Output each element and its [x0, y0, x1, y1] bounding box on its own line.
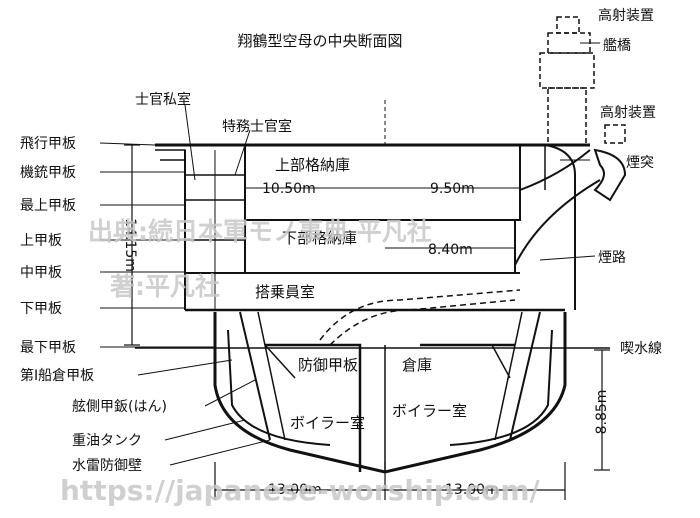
label-flight-deck: 飛行甲板 — [20, 136, 76, 152]
hull-structure — [99, 16, 627, 500]
watermark-source: 出典:続日本軍モノ事典 平凡社 — [88, 217, 432, 246]
dim-lower-right: 8.40m — [428, 242, 473, 258]
flue-lower-edge — [514, 179, 601, 266]
right-labels: 高射装置 艦橋 高射装置 煙突 煙路 喫水線 — [598, 7, 662, 357]
label-boiler-left: ボイラー室 — [290, 414, 365, 432]
label-uppermost-deck: 最上甲板 — [20, 198, 76, 214]
label-hi-angle-mid: 高射装置 — [600, 104, 656, 121]
diagram-title: 翔鶴型空母の中央断面図 — [237, 32, 402, 50]
label-storage: 倉庫 — [402, 356, 432, 374]
label-side-armor: 舷側甲鈑(はん) — [72, 399, 167, 415]
watermark-url: https://japanese-worship.com/ — [60, 474, 540, 507]
label-lower-hangar: 下部格納庫 — [282, 229, 357, 247]
label-flue: 煙路 — [598, 250, 626, 266]
label-funnel: 煙突 — [626, 155, 654, 171]
label-waterline: 喫水線 — [620, 341, 662, 357]
label-hi-angle-top: 高射装置 — [598, 7, 654, 24]
left-labels: 士官私室 特務士官室 飛行甲板 機銃甲板 最上甲板 上甲板 中甲板 下甲板 最下… — [20, 91, 292, 474]
label-fuel-tank: 重油タンク — [72, 433, 142, 449]
side-armor-right — [509, 311, 541, 441]
outer-hull — [213, 312, 567, 474]
label-boiler-right: ボイラー室 — [392, 402, 467, 420]
funnel-shape — [593, 148, 627, 202]
label-gun-deck: 機銃甲板 — [20, 165, 76, 181]
label-upper-hangar: 上部格納庫 — [275, 156, 350, 174]
label-torpedo-bulkhead: 水雷防御壁 — [72, 458, 142, 474]
dim-upper-right: 9.50m — [430, 181, 475, 197]
label-lowest-deck: 最下甲板 — [20, 340, 76, 356]
flue-upper-edge — [519, 149, 591, 191]
dim-bottom-left: 13.00m — [268, 482, 322, 498]
dim-upper-left: 10.50m — [262, 181, 316, 197]
torpedo-bulkhead-left — [227, 329, 331, 446]
label-middle-deck: 中甲板 — [20, 265, 62, 281]
island-structure — [539, 16, 626, 146]
label-upper-deck: 上甲板 — [20, 233, 62, 249]
watermarks: 出典:続日本軍モノ事典 平凡社 著:平凡社 https://japanese-w… — [60, 217, 540, 507]
interior-labels: 上部格納庫 下部格納庫 搭乗員室 防御甲板 倉庫 ボイラー室 ボイラー室 — [255, 156, 467, 432]
side-armor-left — [239, 311, 271, 441]
watermark-author: 著:平凡社 — [110, 272, 220, 301]
dim-bottom-right: 13.00m — [445, 482, 499, 498]
label-armor-deck: 防御甲板 — [298, 356, 358, 374]
label-lower-deck: 下甲板 — [20, 301, 62, 317]
dim-draft: 8.85m — [594, 390, 610, 435]
label-bridge: 艦橋 — [603, 38, 631, 54]
label-hold-deck-1: 第Ⅰ船倉甲板 — [20, 367, 94, 384]
armor-deck-line — [265, 343, 362, 472]
dimension-labels: 10.50m 9.50m 8.40m 14.15m 8.85m 13.00m 1… — [122, 181, 610, 498]
label-crew-room: 搭乗員室 — [255, 283, 315, 301]
label-tokumu-shitsu: 特務士官室 — [222, 118, 292, 135]
torpedo-bulkhead-right — [449, 329, 553, 446]
dim-height: 14.15m — [122, 218, 138, 272]
label-shikan-shitsu: 士官私室 — [135, 91, 191, 108]
